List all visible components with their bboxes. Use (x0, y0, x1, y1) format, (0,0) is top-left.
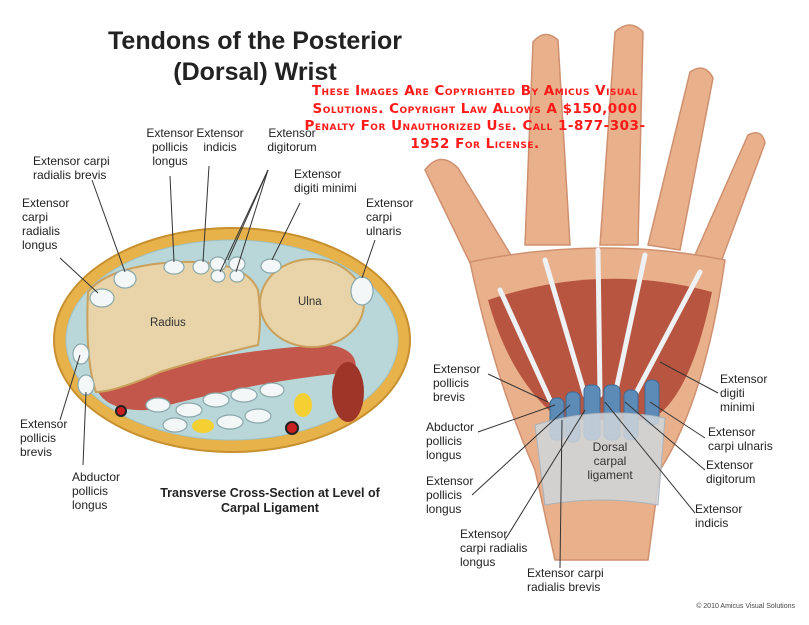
label-ext-digitorum: Extensor digitorum (267, 126, 317, 154)
dorsal-hand-diagram (424, 24, 766, 569)
credit-line: © 2010 Amicus Visual Solutions (696, 603, 795, 610)
label-ext-pollicis-brevis: Extensor pollicis brevis (20, 417, 68, 459)
label-hand-ext-pollicis-longus: Extensor pollicis longus (426, 474, 474, 516)
cross-section-diagram (53, 165, 411, 466)
label-hand-abductor-pollicis-longus: Abductor pollicis longus (426, 420, 475, 462)
label-hand-ext-carpi-ulnaris: Extensor carpi ulnaris (708, 425, 773, 453)
copyright-watermark: These Images Are Copyrighted By Amicus V… (304, 83, 646, 152)
label-hand-ext-digiti-minimi: Extensor digiti minimi (720, 372, 768, 414)
label-dorsal-carpal-ligament: Dorsal carpal ligament (587, 440, 633, 482)
label-ulna: Ulna (298, 296, 322, 308)
label-hand-ext-indicis: Extensor indicis (695, 502, 743, 530)
label-ext-indicis: Extensor indicis (196, 126, 244, 154)
page-title: Tendons of the Posterior (Dorsal) Wrist (108, 27, 402, 86)
label-hand-ext-pollicis-brevis: Extensor pollicis brevis (433, 362, 481, 404)
label-hand-ext-digitorum: Extensor digitorum (706, 458, 756, 486)
label-hand-ext-carpi-radialis-longus: Extensor carpi radialis longus (460, 527, 528, 569)
label-hand-ext-carpi-radialis-brevis: Extensor carpi radialis brevis (527, 566, 604, 594)
label-ext-carpi-ulnaris: Extensor carpi ulnaris (366, 196, 414, 238)
label-ext-carpi-radialis-brevis: Extensor carpi radialis brevis (33, 154, 110, 182)
cross-section-caption: Transverse Cross-Section at Level of Car… (160, 486, 380, 515)
label-radius: Radius (150, 317, 186, 329)
label-ext-digiti-minimi: Extensor digiti minimi (294, 167, 357, 195)
label-ext-pollicis-longus: Extensor pollicis longus (146, 126, 194, 168)
label-ext-carpi-radialis-longus: Extensor carpi radialis longus (22, 196, 70, 252)
label-abductor-pollicis-longus: Abductor pollicis longus (72, 470, 121, 512)
